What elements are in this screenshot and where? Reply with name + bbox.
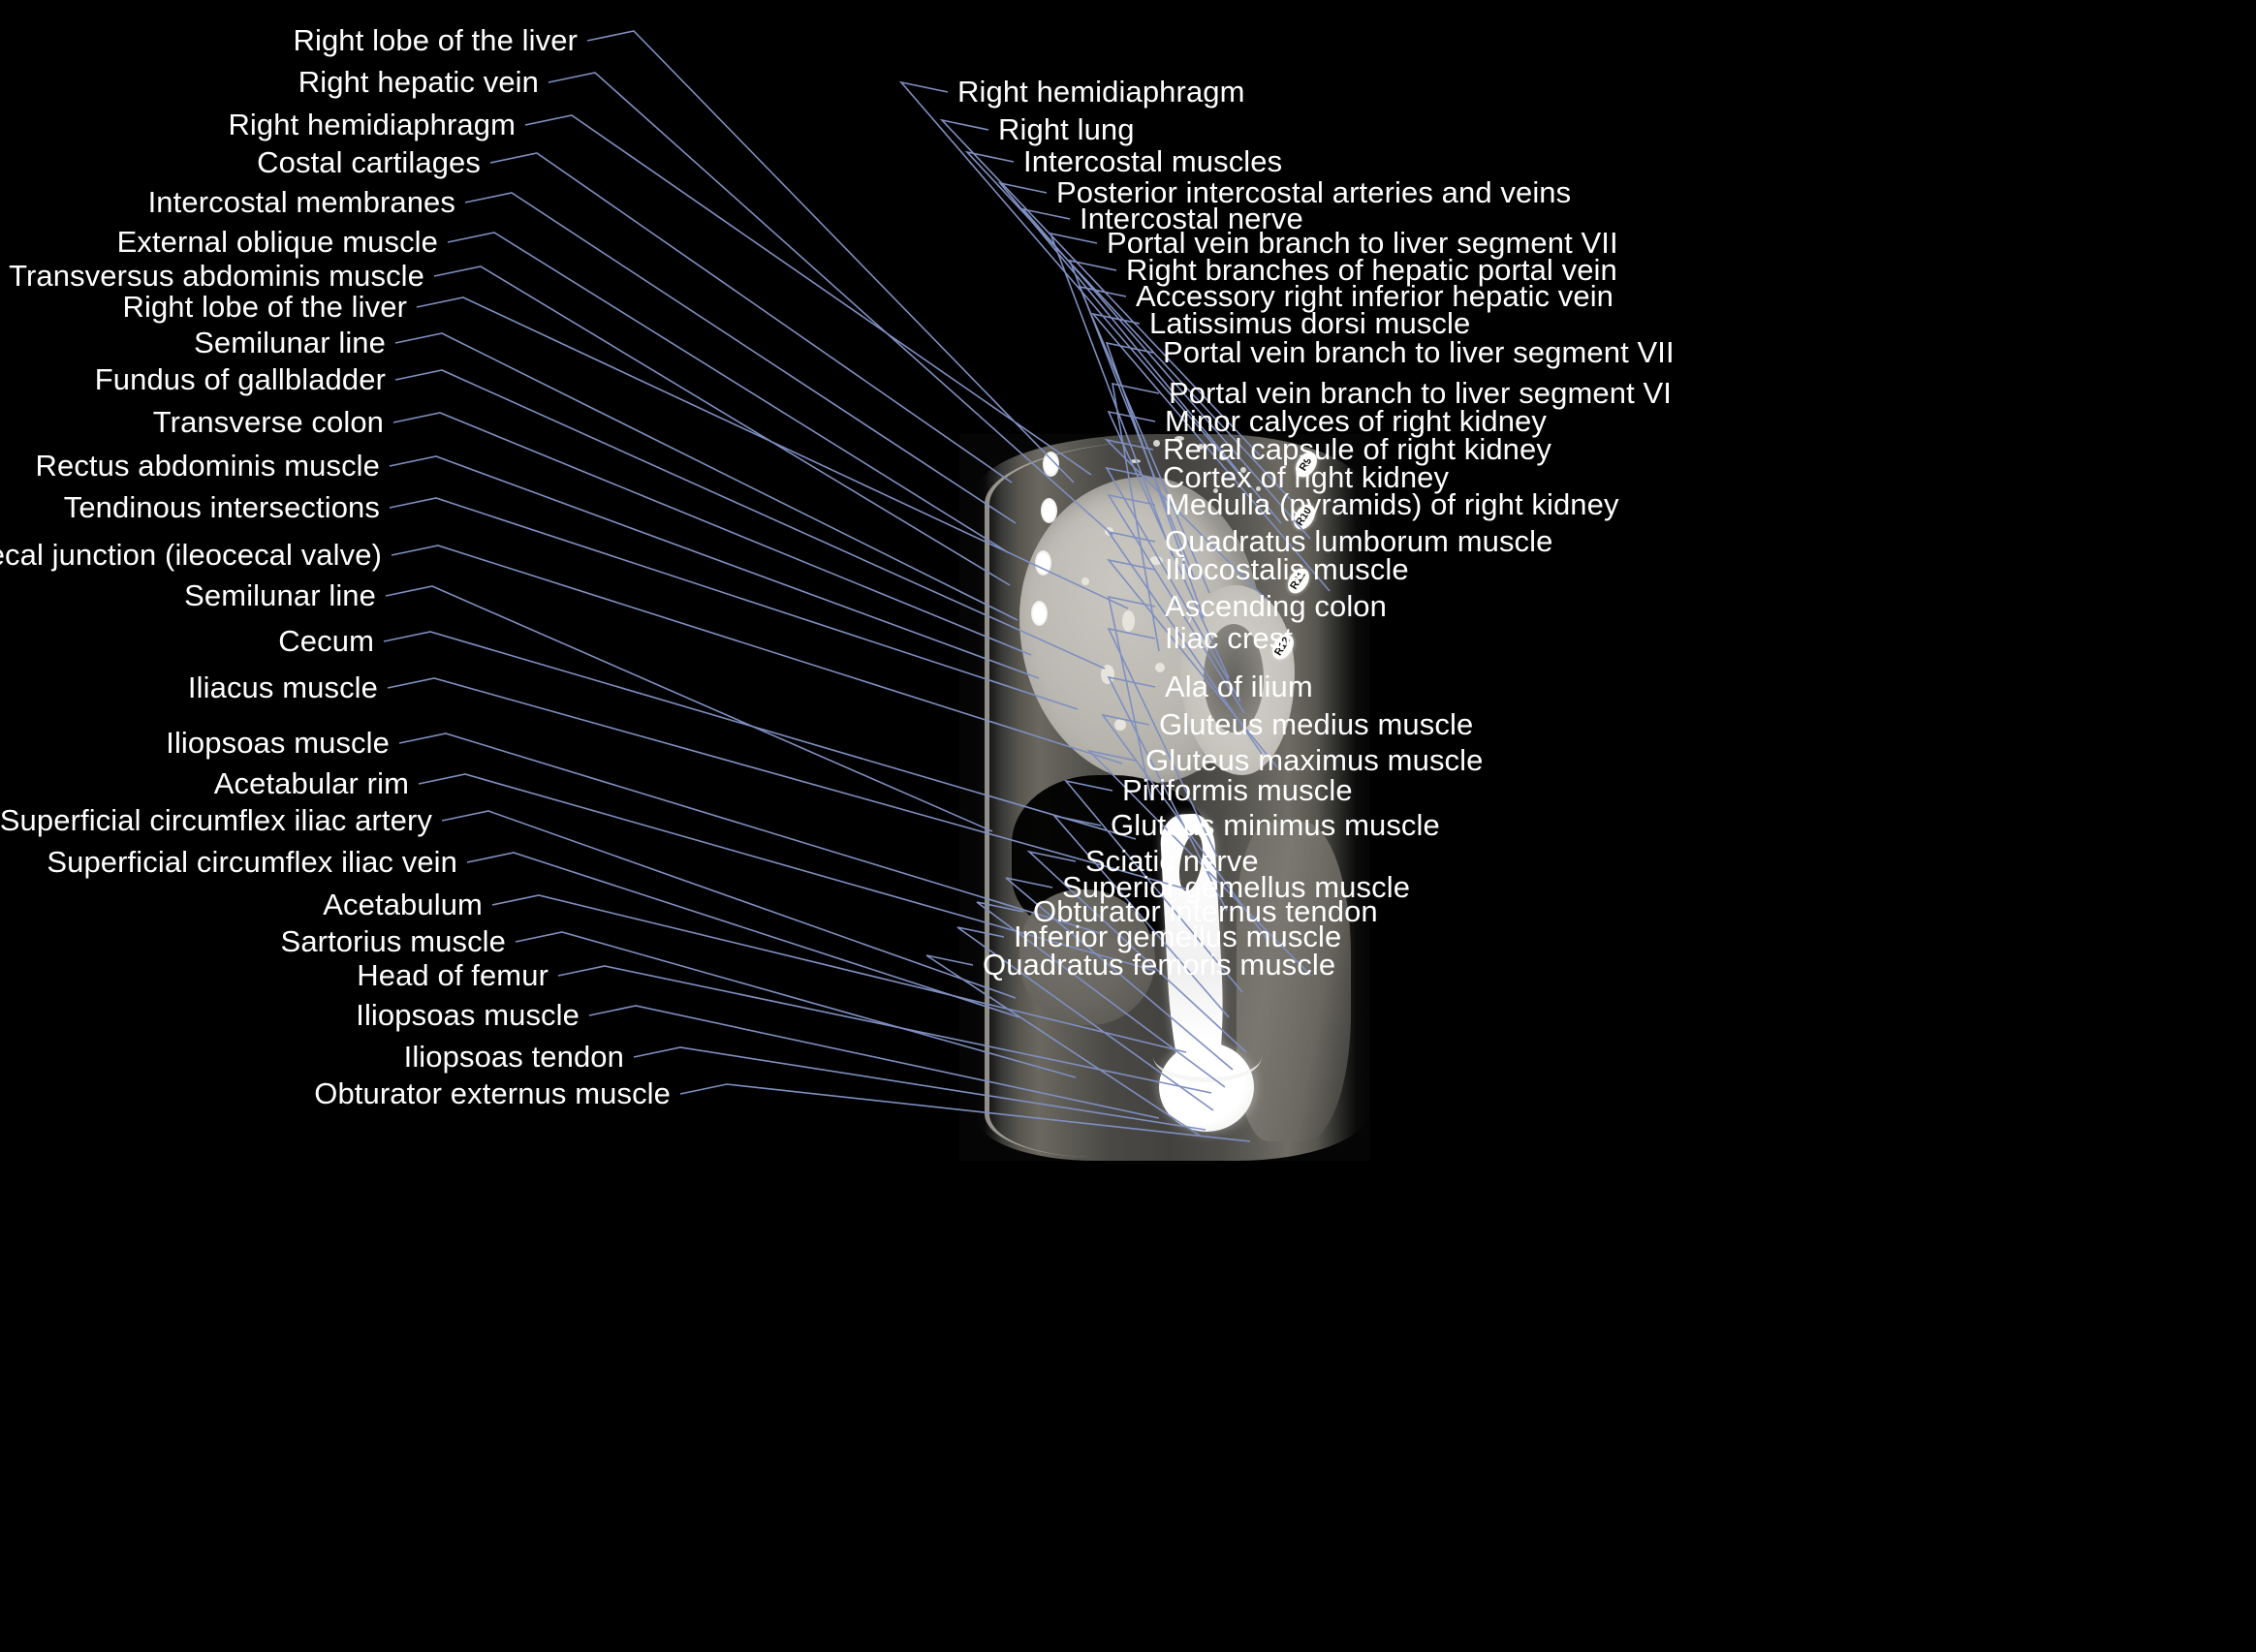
anatomy-label: Acetabulum <box>323 888 483 921</box>
anatomy-label: Portal vein branch to liver segment VII <box>1163 335 1675 369</box>
anatomy-label: Fundus of gallbladder <box>94 362 386 396</box>
leader-line <box>464 192 1017 524</box>
anatomy-label: Right lobe of the liver <box>293 23 578 57</box>
anatomy-label: Ascending colon <box>1165 589 1387 623</box>
anatomy-label: Iliopsoas muscle <box>356 998 580 1032</box>
anatomy-label: Gluteus maximus muscle <box>1145 743 1484 777</box>
anatomy-label: Head of femur <box>357 958 548 992</box>
anatomy-label: Accessory right inferior hepatic vein <box>1136 279 1614 313</box>
anatomy-label: Superior gemellus muscle <box>1062 870 1411 904</box>
anatomy-label: Quadratus lumborum muscle <box>1165 524 1553 558</box>
anatomy-label: Portal vein branch to liver segment VII <box>1107 226 1618 260</box>
leader-line <box>392 412 1032 656</box>
anatomy-label: Costal cartilages <box>257 145 481 179</box>
acetabular-rim <box>1153 1031 1262 1082</box>
anatomy-label: Obturator externus muscle <box>314 1076 671 1110</box>
anatomy-label: Right lobe of the liver <box>122 290 407 324</box>
anatomy-label: Portal vein branch to liver segment VI <box>1169 376 1672 410</box>
anatomy-label: Right lung <box>998 112 1135 146</box>
right-hepatic-vein <box>1122 610 1135 632</box>
anatomy-label: Gluteus medius muscle <box>1159 707 1474 741</box>
hepatic-vessel-speck <box>1149 556 1163 565</box>
leader-line <box>433 265 1011 586</box>
costal-cartilage <box>1035 550 1051 576</box>
anatomy-label: Right branches of hepatic portal vein <box>1126 253 1617 287</box>
anatomy-label: Renal capsule of right kidney <box>1163 432 1551 466</box>
anatomy-label: Ileocecal junction (ileocecal valve) <box>0 538 382 572</box>
costal-cartilage <box>1031 601 1048 626</box>
leader-line <box>389 455 1040 679</box>
anatomy-label: Superficial circumflex iliac vein <box>47 845 457 879</box>
anatomy-label: Obturator internus tendon <box>1033 894 1378 928</box>
anatomy-label: Ala of ilium <box>1165 670 1313 703</box>
costal-cartilage <box>1041 498 1057 523</box>
anatomy-label: Latissimus dorsi muscle <box>1149 306 1471 340</box>
hepatic-vessel-speck <box>1105 527 1113 536</box>
leader-line <box>524 114 1092 476</box>
anatomy-label: Piriformis muscle <box>1122 773 1353 807</box>
anatomy-label: Right hepatic vein <box>298 65 539 99</box>
anatomy-label: Gluteus minimus muscle <box>1111 808 1440 842</box>
anatomy-label: Sartorius muscle <box>280 924 506 958</box>
anatomy-label: Cecum <box>278 624 374 658</box>
anatomy-label: Transversus abdominis muscle <box>9 259 424 293</box>
leader-line <box>466 852 1020 1018</box>
anatomy-label: Superficial circumflex iliac artery <box>0 803 432 837</box>
lung-air-speck <box>1153 440 1160 447</box>
anatomy-label: Intercostal muscles <box>1023 144 1283 178</box>
anatomy-label: Sciatic nerve <box>1085 844 1259 878</box>
anatomy-label: Cortex of right kidney <box>1163 460 1450 494</box>
anatomy-label: Semilunar line <box>194 326 386 359</box>
costal-cartilage <box>1043 452 1059 477</box>
anatomy-label: Tendinous intersections <box>63 490 380 524</box>
anatomy-label: Iliocostalis muscle <box>1165 552 1409 586</box>
anatomy-label: Rectus abdominis muscle <box>35 449 380 483</box>
anatomy-label: Posterior intercostal arteries and veins <box>1056 175 1572 209</box>
portal-vein-branch <box>1101 665 1114 684</box>
anatomy-label: Iliacus muscle <box>187 670 378 704</box>
leader-line <box>489 152 1013 483</box>
portal-vein-branch <box>1155 663 1165 672</box>
anatomy-label: Iliac crest <box>1165 621 1294 655</box>
anatomy-label: Quadratus femoris muscle <box>983 948 1336 982</box>
anatomy-label: Minor calyces of right kidney <box>1165 404 1548 438</box>
anatomy-label: Medulla (pyramids) of right kidney <box>1165 487 1619 521</box>
leader-line <box>394 332 1018 621</box>
anatomy-label: Inferior gemellus muscle <box>1014 920 1342 953</box>
anatomy-label: Intercostal nerve <box>1080 202 1303 235</box>
gallbladder-fundus <box>1114 719 1126 731</box>
leader-line <box>385 585 993 832</box>
anatomy-label: Right hemidiaphragm <box>228 108 516 141</box>
anatomy-label: Iliopsoas tendon <box>403 1040 624 1074</box>
anatomy-label: Iliopsoas muscle <box>166 726 390 760</box>
anatomy-label: Intercostal membranes <box>147 185 455 219</box>
hepatic-vessel-speck <box>1081 577 1089 585</box>
anatomy-label: Transverse colon <box>152 405 384 439</box>
anatomy-label: Right hemidiaphragm <box>957 75 1245 109</box>
anatomy-label: External oblique muscle <box>116 225 438 259</box>
anatomy-label: Semilunar line <box>184 578 376 612</box>
lung-air-speck <box>1130 459 1141 463</box>
anatomy-label: Acetabular rim <box>213 766 409 800</box>
leader-line <box>447 232 1009 553</box>
